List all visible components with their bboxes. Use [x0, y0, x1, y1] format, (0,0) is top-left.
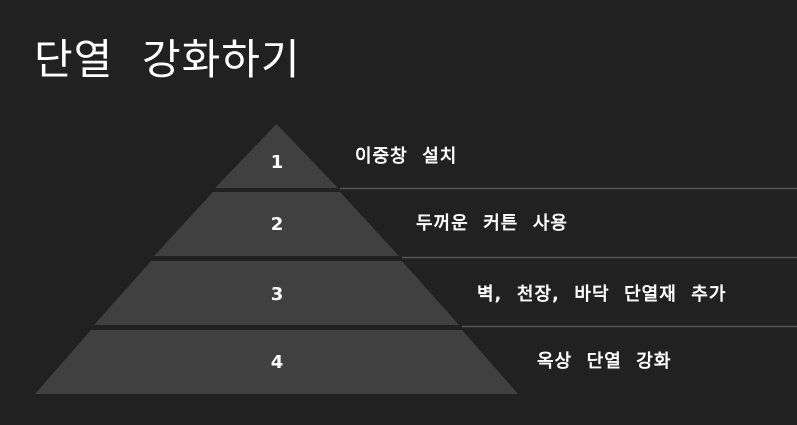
tier-number-3: 3 — [270, 284, 284, 305]
tier-number-1: 1 — [270, 152, 284, 173]
tier-number-4: 4 — [270, 352, 284, 373]
tier-label-1: 이중창 설치 — [355, 146, 458, 167]
pyramid-tier-4 — [35, 330, 518, 394]
pyramid-tier-2 — [154, 192, 399, 256]
pyramid-tier-3 — [94, 261, 459, 325]
pyramid-tier-1 — [215, 124, 338, 188]
slide-title: 단열 강화하기 — [34, 35, 301, 84]
tier-label-3: 벽, 천장, 바닥 단열재 추가 — [477, 284, 727, 305]
tier-number-2: 2 — [270, 214, 284, 235]
tier-label-2: 두꺼운 커튼 사용 — [416, 213, 568, 234]
tier-label-4: 옥상 단열 강화 — [537, 351, 672, 372]
